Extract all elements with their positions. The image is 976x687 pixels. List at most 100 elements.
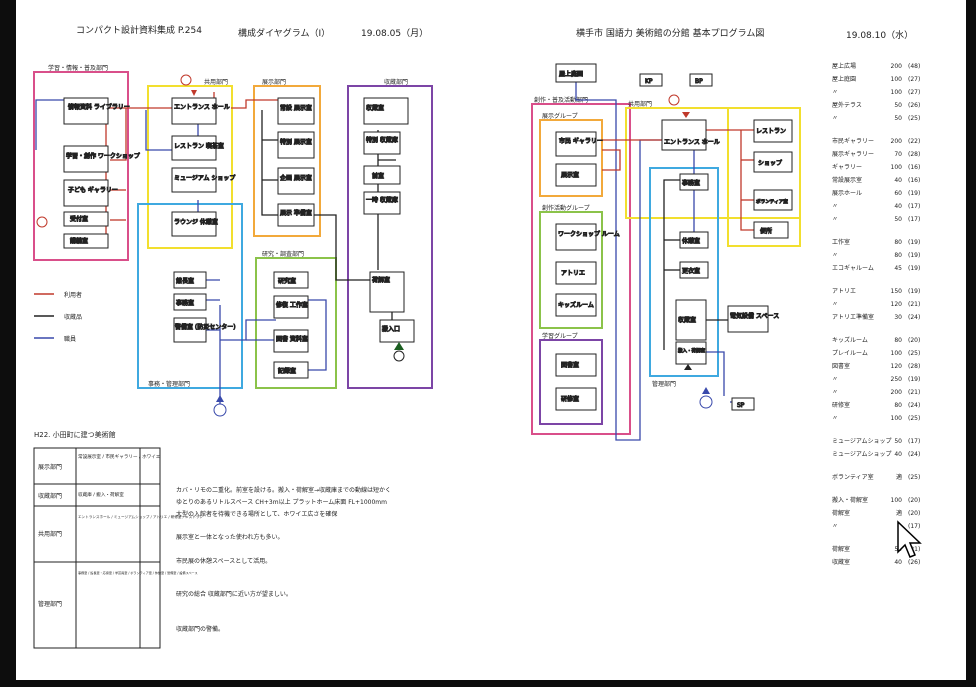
entrance-arrow-icon [191,90,197,96]
area-row-note: (24) [908,402,920,409]
area-row-name: 〃 [832,523,838,530]
area-row-area: 80 [894,239,902,246]
room-temp-storage: 一時 収蔵庫 [363,191,401,215]
right-date: 19.08.10（水） [846,29,913,41]
area-row-note: (21) [908,301,920,308]
room-storage-r: 収蔵室 [675,299,707,341]
area-row-area: 60 [894,190,902,197]
svg-text:休憩室: 休憩室 [682,237,700,245]
svg-text:収蔵庫 / 搬入・荷解室: 収蔵庫 / 搬入・荷解室 [78,491,124,498]
mouse-pointer-icon [897,520,922,558]
svg-text:収蔵部門: 収蔵部門 [38,492,62,500]
svg-text:キッズルーム: キッズルーム [558,301,594,309]
area-row-area: 250 [891,376,903,383]
room-special: 特別 展示室 [277,131,315,159]
room-record: 記録室 [273,361,309,379]
delivery-marker-icon [393,350,405,362]
area-row-area: 200 [891,63,903,70]
area-row-name: ボランティア室 [832,473,874,481]
area-row-note: (17) [908,216,920,223]
area-row-area: 80 [894,402,902,409]
room-library-r: 図書室 [555,353,597,377]
group-common-label: 共用部門 [204,78,228,86]
room-film-storage: 特別 収蔵庫 [363,131,401,155]
area-row-area: 100 [891,76,903,83]
svg-text:荷解室: 荷解室 [372,276,390,284]
area-row-area: 80 [894,337,902,344]
room-office: 事務室 [173,293,207,311]
svg-text:収蔵部門の警備。: 収蔵部門の警備。 [176,625,224,633]
area-row-name: 荷解室 [832,545,850,553]
room-director: 館長室 [173,271,207,289]
area-row-area: 200 [891,389,903,396]
area-row-note: (26) [908,102,920,109]
area-row-area: 100 [891,415,903,422]
area-row-note: (21) [908,546,920,553]
right-rooms: 屋上庭園 市民 ギャラリー 展示室 ワークショップ ルーム アトリエ キッズルー… [555,63,793,411]
room-rooftop: 屋上庭園 [555,63,597,83]
room-workshop: 学習・創作 ワークショップ [63,145,140,173]
area-row-name: 〃 [832,301,838,308]
svg-text:市民 ギャラリー: 市民 ギャラリー [559,137,603,145]
area-row-note: (19) [908,265,920,272]
staff-entry-r-marker-icon [699,395,713,409]
room-unpack: 荷解室 [369,271,405,313]
area-row-note: (28) [908,151,920,158]
label-bp: BP [689,73,713,87]
area-row-note: (17) [908,523,920,530]
area-row-note: (20) [908,337,920,344]
legend-staff: 職員 [64,335,76,343]
area-row-name: 図書室 [832,362,850,370]
area-row-area: 100 [891,497,903,504]
area-row-name: 〃 [832,89,838,96]
svg-text:SP: SP [737,402,745,409]
area-row-note: (16) [908,177,920,184]
group-study [539,339,603,425]
area-row-area: 50 [894,216,902,223]
left-title: コンパクト設計資料集成 P.254 [76,24,202,36]
area-row-note: (17) [908,438,920,445]
area-row-name: 〃 [832,389,838,396]
notes: カバ・リモの二重化。前室を設ける。搬入・荷解室→収蔵庫までの動線は短かく ゆとり… [176,486,391,633]
area-row-area: 40 [894,451,902,458]
area-row-area: 120 [891,301,903,308]
area-row-area: 40 [894,559,902,566]
area-row-name: 〃 [832,115,838,122]
group-research [255,257,337,389]
room-guard: 警備室 (防災センター) [173,317,236,343]
area-row-name: 〃 [832,252,838,259]
svg-text:情報資料 ライブラリー: 情報資料 ライブラリー [68,103,130,111]
svg-text:エントランス ホール: エントランス ホール [174,104,230,111]
area-row-area: 200 [891,138,903,145]
svg-text:事務室: 事務室 [682,179,700,187]
room-volunteer: ボランティア室 [753,189,793,211]
svg-text:エントランス ホール: エントランス ホール [664,139,720,146]
area-row-note: (25) [908,350,920,357]
area-row-area: 50 [894,438,902,445]
svg-text:共用部門: 共用部門 [38,530,62,538]
reception-marker-icon [36,216,48,228]
delivery-arrow-icon [394,342,404,350]
svg-text:修復 工作室: 修復 工作室 [276,301,308,309]
table-rows: 展示部門 常設展示室 / 市民ギャラリー / ホワイエ 収蔵部門 収蔵庫 / 搬… [38,453,203,608]
svg-text:研修室: 研修室 [561,395,579,403]
svg-text:警備室 (防災センター): 警備室 (防災センター) [175,323,236,331]
entrance-marker-icon [180,74,192,86]
room-office-r: 事務室 [679,173,709,191]
room-restaurant-r: レストラン [753,119,793,143]
svg-text:特別 収蔵庫: 特別 収蔵庫 [366,136,398,144]
area-row-note: (21) [908,389,920,396]
room-citizen-gallery: 市民 ギャラリー [555,131,603,157]
room-unpack-r: 搬入・荷解室 [675,341,707,365]
room-storeroom: 前室 [363,165,401,185]
requirements-table [33,447,161,649]
room-workshop-r: ワークショップ ルーム [555,223,620,251]
room-study-r: 研修室 [555,387,597,411]
area-row-name: 〃 [832,415,838,422]
area-row-area: 30 [894,314,902,321]
svg-text:収蔵室: 収蔵室 [678,316,696,324]
area-row-note: (17) [908,203,920,210]
room-entrance-r: エントランス ホール [661,119,720,151]
room-museum-shop: ミュージアム ショップ [171,167,236,193]
svg-text:市民展の休憩スペースとして活用。: 市民展の休憩スペースとして活用。 [176,557,271,565]
